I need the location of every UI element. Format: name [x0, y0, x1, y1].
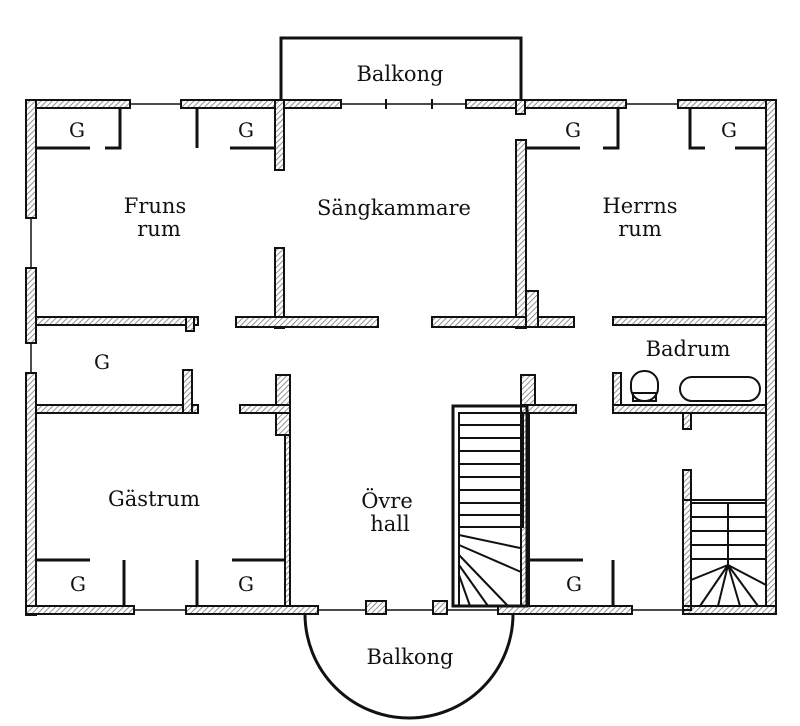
guestroom-label: Gästrum [108, 487, 200, 511]
bathroom-label: Badrum [646, 337, 731, 361]
closet-label-bottom-right: G [566, 572, 582, 596]
herr-label-line2: rum [618, 217, 662, 241]
toilet-icon [630, 370, 659, 402]
balcony-top [279, 36, 523, 109]
closet-label-top-right: G [721, 118, 737, 142]
closet-label-bottom-center: G [238, 572, 254, 596]
staircase-left [451, 404, 529, 608]
closet-label-middle-left: G [94, 350, 110, 374]
herr-label-line1: Herrns [602, 194, 677, 218]
hall-label-line1: Övre [361, 488, 413, 513]
staircase-right [682, 499, 767, 607]
closet-walls [36, 108, 766, 606]
hall-label-line2: hall [370, 512, 410, 536]
window-lines [30, 103, 683, 611]
bathtub-icon [679, 376, 761, 402]
closet-label-top-center: G [238, 118, 254, 142]
closet-label-bottom-left: G [70, 572, 86, 596]
frun-label-line1: Fruns [124, 194, 186, 218]
closet-label-top-right-inner: G [565, 118, 581, 142]
balcony-top-label: Balkong [356, 62, 443, 86]
bedroom-label: Sängkammare [317, 196, 471, 220]
balcony-bottom [303, 613, 515, 720]
frun-label-line2: rum [137, 217, 181, 241]
balcony-bottom-label: Balkong [366, 645, 453, 669]
closet-label-top-left: G [69, 118, 85, 142]
